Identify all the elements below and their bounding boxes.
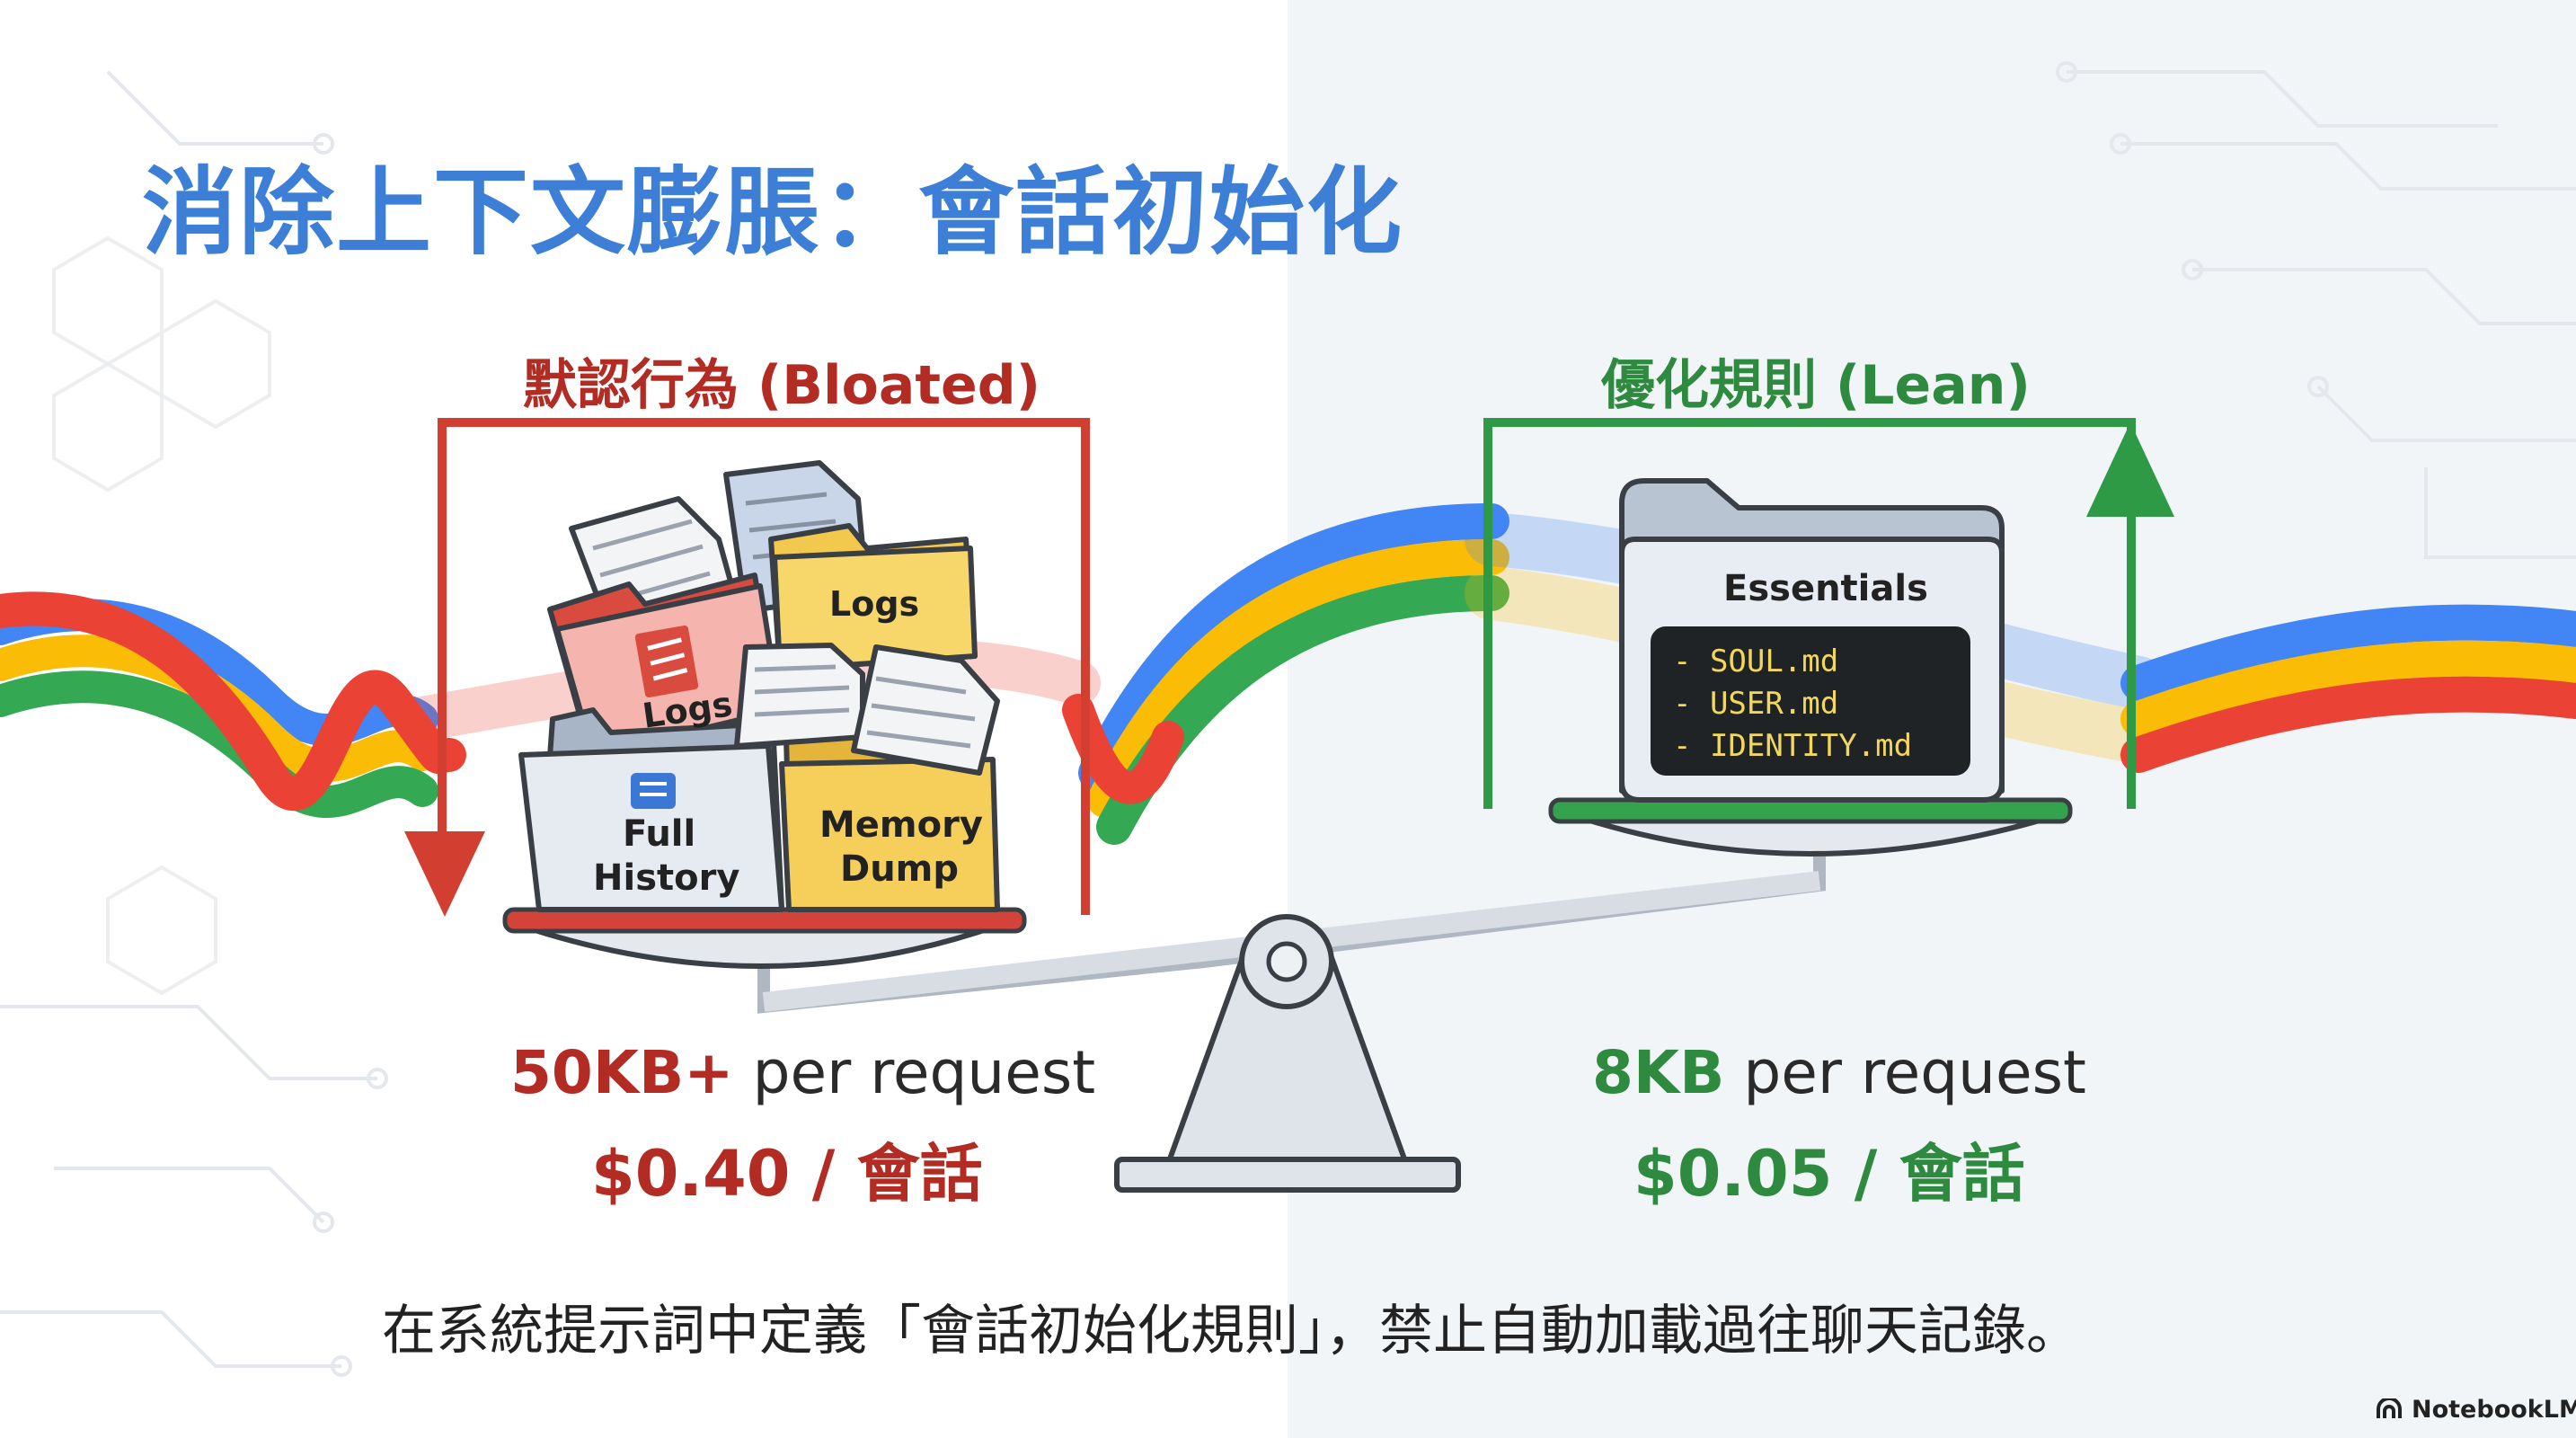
essentials-file-user: - USER.md bbox=[1673, 686, 1839, 722]
logs-yellow-label: Logs bbox=[829, 584, 920, 624]
circuit-decoration bbox=[0, 61, 2576, 1377]
essentials-file-soul: - SOUL.md bbox=[1673, 644, 1839, 679]
data-ribbon bbox=[0, 503, 2576, 845]
lean-cost-stat: $0.05 / 會話 bbox=[1633, 1137, 2025, 1211]
paper-document-icon bbox=[851, 644, 1000, 776]
notebooklm-logo-icon bbox=[2377, 1398, 2402, 1418]
memory-folder-icon bbox=[779, 725, 1000, 912]
memory-dump-label-line1: Memory bbox=[819, 804, 983, 846]
bloated-pile bbox=[518, 460, 1000, 912]
memory-dump-label-line2: Dump bbox=[840, 848, 959, 890]
lean-bracket bbox=[1483, 418, 2136, 809]
hexagon-decoration bbox=[52, 235, 271, 996]
full-history-label-line1: Full bbox=[623, 813, 696, 855]
lean-label: 優化規則 (Lean) bbox=[1601, 354, 2031, 417]
essentials-title: Essentials bbox=[1723, 568, 1928, 609]
lean-size-stat: 8KB per request bbox=[1592, 1038, 2086, 1107]
up-arrow-icon bbox=[2086, 422, 2174, 517]
logs-folder-icon bbox=[768, 523, 978, 672]
essentials-folder-icon bbox=[1619, 478, 2005, 803]
brand-name: NotebookLM bbox=[2412, 1396, 2576, 1424]
balance-scale bbox=[502, 797, 2073, 1193]
paper-document-icon bbox=[734, 643, 865, 749]
logs-folder-icon bbox=[547, 573, 783, 758]
history-folder-icon bbox=[518, 707, 784, 912]
page-title: 消除上下文膨脹：會話初始化 bbox=[142, 157, 1403, 268]
full-history-label-line2: History bbox=[593, 857, 740, 899]
down-arrow-icon bbox=[404, 831, 485, 917]
lean-size-suffix: per request bbox=[1724, 1038, 2086, 1107]
bloated-cost-stat: $0.40 / 會話 bbox=[591, 1137, 983, 1211]
bloated-bracket bbox=[438, 418, 1090, 915]
essentials-file-identity: - IDENTITY.md bbox=[1673, 728, 1913, 764]
caption-text: 在系統提示詞中定義「會話初始化規則」，禁止自動加載過往聊天記錄。 bbox=[382, 1300, 2080, 1363]
bloated-size-value: 50KB+ bbox=[510, 1038, 734, 1107]
bloated-size-stat: 50KB+ per request bbox=[510, 1038, 1095, 1107]
bloated-size-suffix: per request bbox=[733, 1038, 1096, 1107]
lean-size-value: 8KB bbox=[1592, 1038, 1725, 1107]
bloated-label: 默認行為 (Bloated) bbox=[523, 354, 1041, 417]
